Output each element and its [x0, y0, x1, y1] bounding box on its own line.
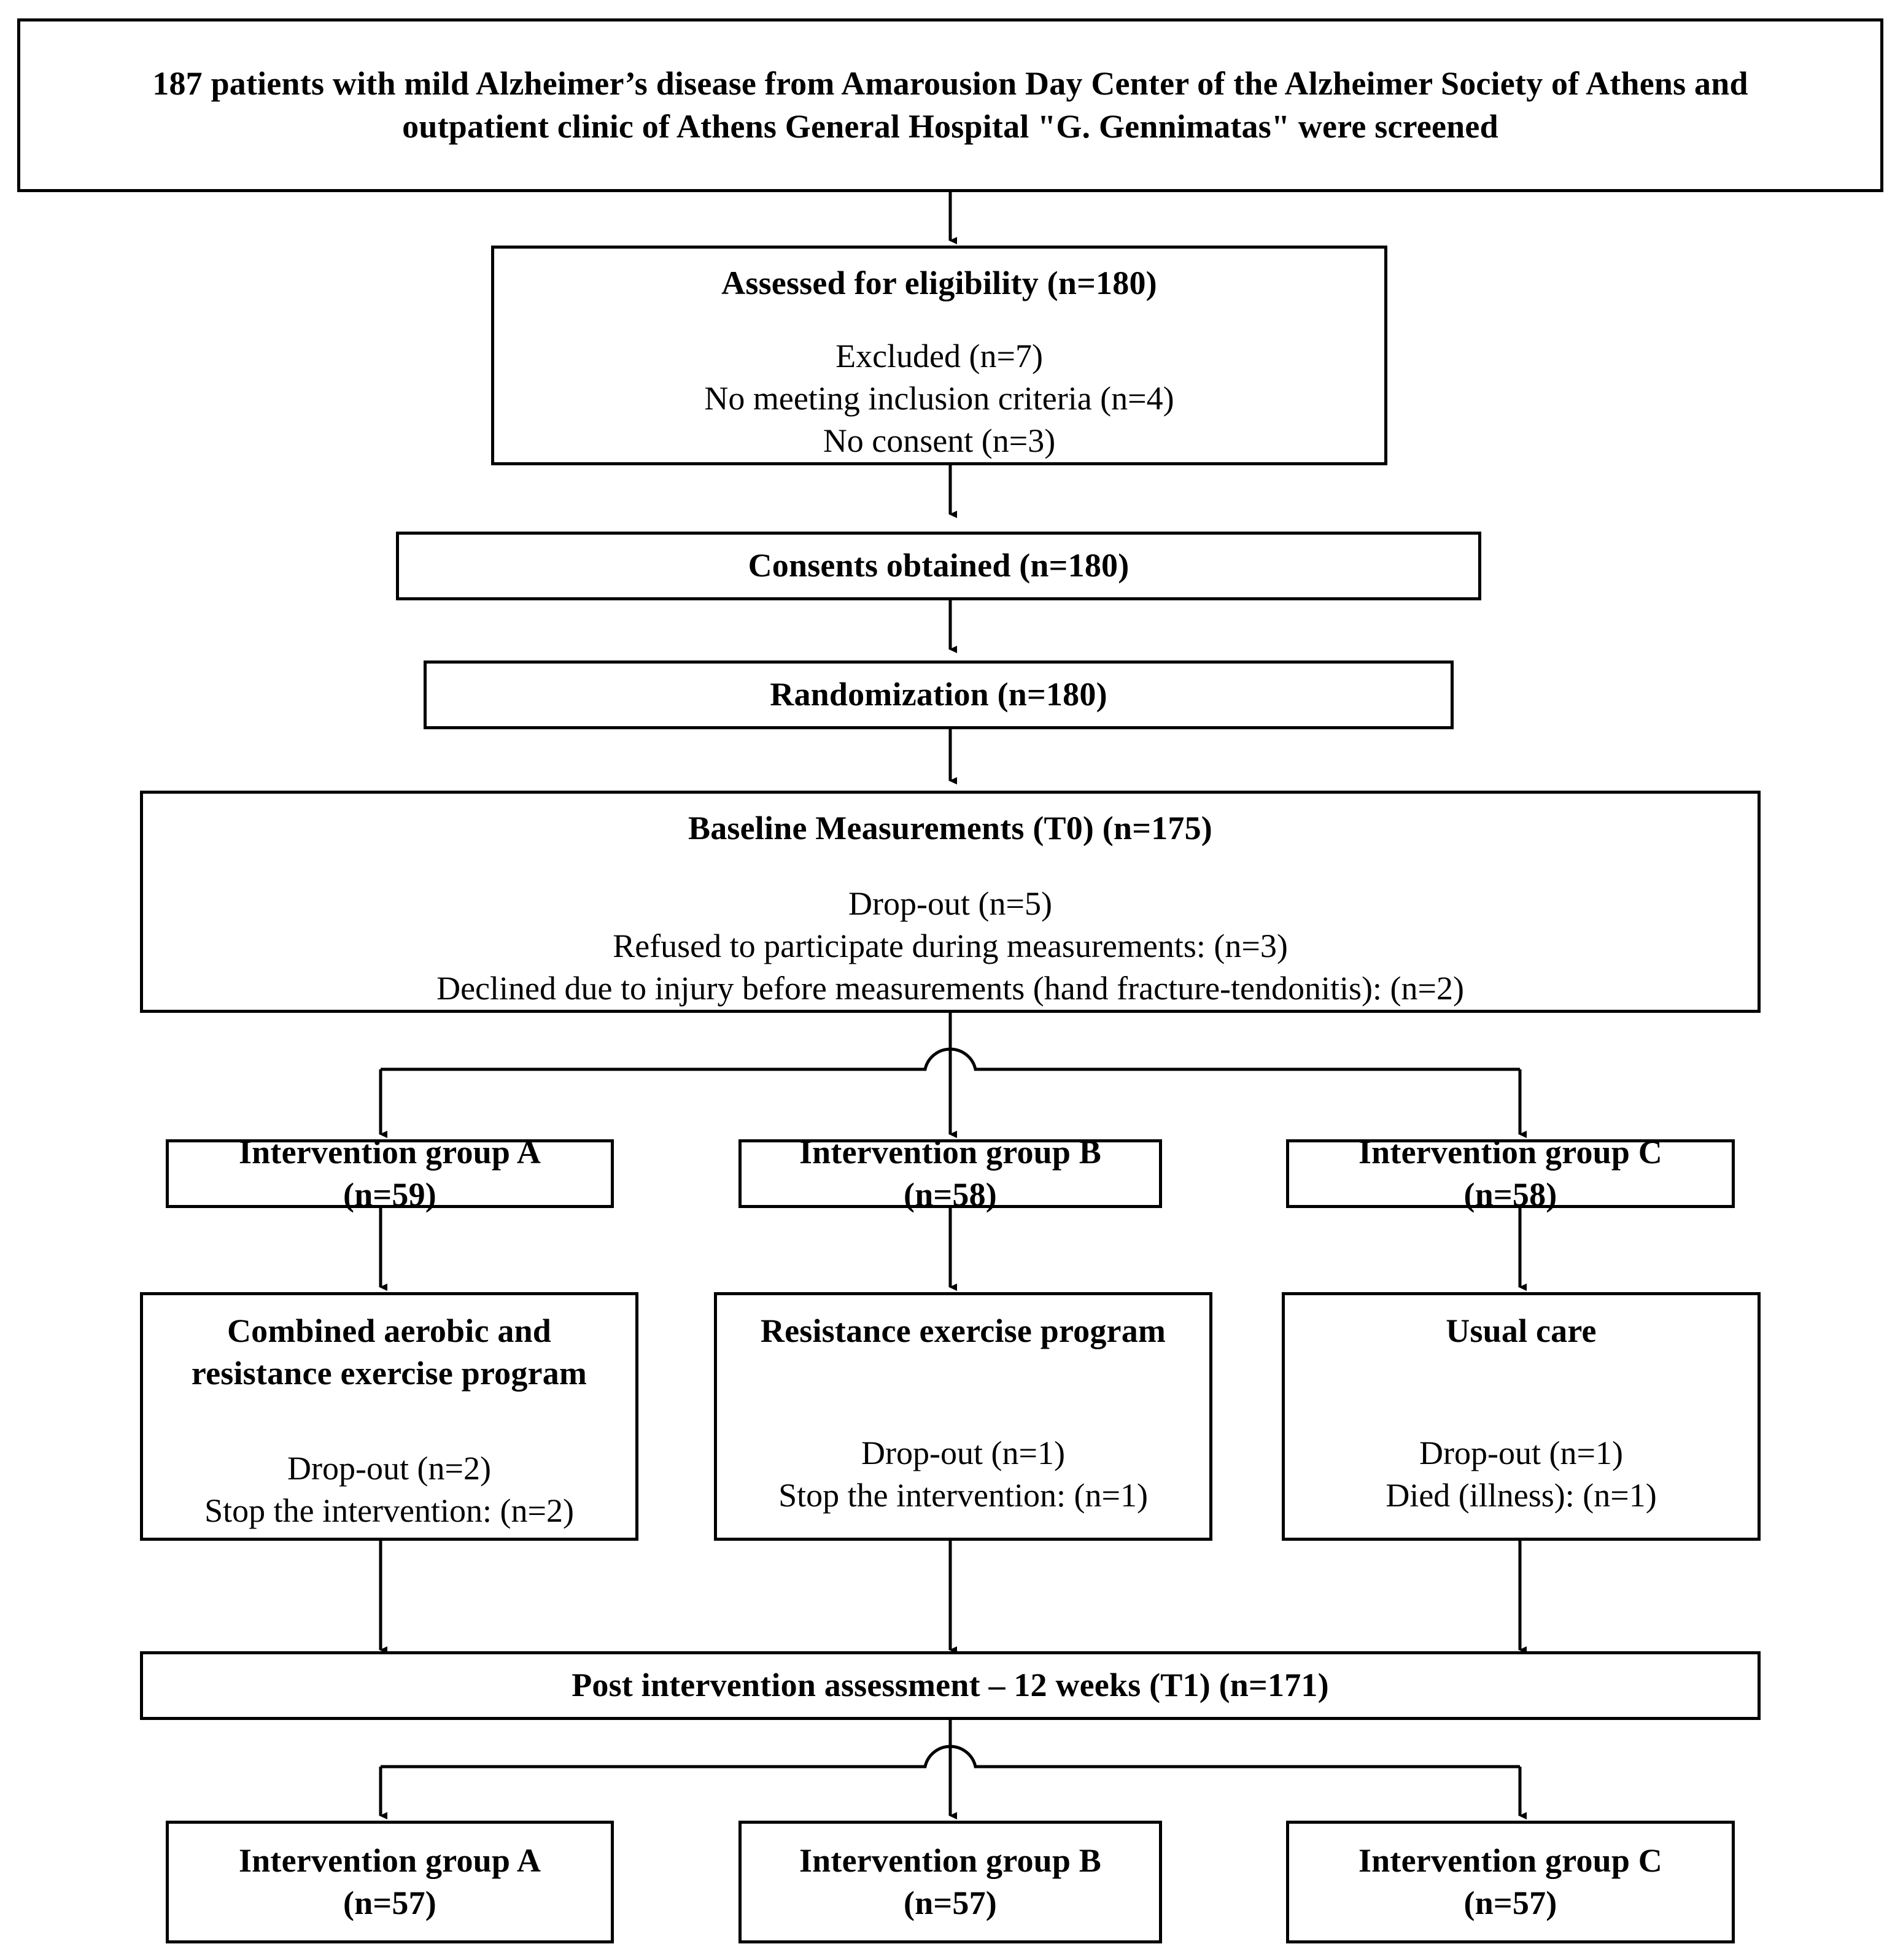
program-b-detail-1: Drop-out (n=1)	[861, 1435, 1065, 1472]
group-c-2-title: Intervention group C	[1358, 1842, 1663, 1879]
node-program-b: Resistance exercise program Drop-out (n=…	[714, 1292, 1212, 1541]
group-c-2-count: (n=57)	[1463, 1884, 1557, 1921]
program-b-title-1: Resistance exercise program	[760, 1312, 1166, 1349]
node-group-a-1: Intervention group A (n=59)	[166, 1134, 614, 1213]
post-assessment-title: Post intervention assessment – 12 weeks …	[572, 1667, 1329, 1704]
consents-title: Consents obtained (n=180)	[748, 547, 1130, 584]
program-a-detail-2: Stop the intervention: (n=2)	[204, 1492, 574, 1530]
node-group-c-2: Intervention group C (n=57)	[1286, 1821, 1735, 1943]
node-program-a: Combined aerobic and resistance exercise…	[140, 1292, 638, 1541]
branch-bus-bottom	[381, 1745, 1520, 1768]
eligibility-title: Assessed for eligibility (n=180)	[721, 265, 1157, 301]
group-a-1-count: (n=59)	[343, 1176, 436, 1213]
eligibility-detail-2: No meeting inclusion criteria (n=4)	[704, 379, 1174, 417]
node-group-a-2: Intervention group A (n=57)	[166, 1821, 614, 1943]
branch-bus-top	[381, 1047, 1520, 1071]
group-c-1-count: (n=58)	[1463, 1176, 1557, 1213]
eligibility-detail-1: Excluded (n=7)	[835, 337, 1043, 374]
group-a-1-title: Intervention group A	[238, 1133, 541, 1171]
program-c-title-1: Usual care	[1446, 1312, 1597, 1349]
group-a-2-title: Intervention group A	[238, 1842, 541, 1879]
node-group-c-1: Intervention group C (n=58)	[1286, 1134, 1735, 1213]
group-a-2-count: (n=57)	[343, 1884, 436, 1921]
screened-line-1: 187 patients with mild Alzheimer’s disea…	[152, 65, 1748, 103]
program-b-detail-2: Stop the intervention: (n=1)	[778, 1477, 1148, 1514]
group-b-1-count: (n=58)	[904, 1176, 997, 1213]
node-group-b-2: Intervention group B (n=57)	[738, 1821, 1162, 1943]
group-b-1-title: Intervention group B	[799, 1133, 1102, 1171]
group-b-2-title: Intervention group B	[799, 1842, 1102, 1879]
node-randomization: Randomization (n=180)	[424, 660, 1454, 729]
node-program-c: Usual care Drop-out (n=1) Died (illness)…	[1282, 1292, 1761, 1541]
node-post-assessment: Post intervention assessment – 12 weeks …	[140, 1651, 1761, 1720]
screened-line-2: outpatient clinic of Athens General Hosp…	[402, 107, 1498, 145]
program-a-detail-1: Drop-out (n=2)	[287, 1450, 491, 1487]
node-eligibility: Assessed for eligibility (n=180) Exclude…	[491, 246, 1387, 465]
node-group-b-1: Intervention group B (n=58)	[738, 1134, 1162, 1213]
group-b-2-count: (n=57)	[904, 1884, 997, 1921]
node-consents: Consents obtained (n=180)	[396, 532, 1481, 600]
randomization-title: Randomization (n=180)	[770, 676, 1107, 713]
node-baseline: Baseline Measurements (T0) (n=175) Drop-…	[140, 791, 1761, 1013]
program-a-title-2: resistance exercise program	[191, 1355, 587, 1392]
baseline-title: Baseline Measurements (T0) (n=175)	[688, 810, 1212, 846]
baseline-detail-2: Refused to participate during measuremen…	[613, 927, 1288, 964]
baseline-detail-1: Drop-out (n=5)	[848, 885, 1052, 922]
group-c-1-title: Intervention group C	[1358, 1133, 1663, 1171]
program-c-detail-2: Died (illness): (n=1)	[1386, 1477, 1657, 1514]
program-a-title-1: Combined aerobic and	[227, 1312, 552, 1349]
program-c-detail-1: Drop-out (n=1)	[1419, 1435, 1623, 1472]
baseline-detail-3: Declined due to injury before measuremen…	[436, 969, 1464, 1007]
eligibility-detail-3: No consent (n=3)	[823, 422, 1056, 459]
node-screened: 187 patients with mild Alzheimer’s disea…	[17, 18, 1883, 192]
